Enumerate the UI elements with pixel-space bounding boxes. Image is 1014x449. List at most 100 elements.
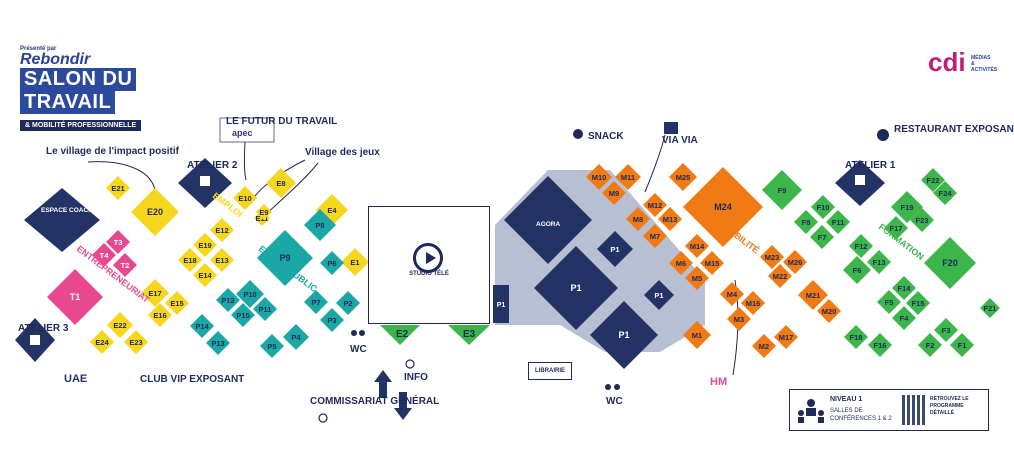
stand-e3[interactable] <box>448 325 490 345</box>
stand-m8[interactable] <box>626 207 650 231</box>
stand-m13[interactable] <box>658 207 682 231</box>
stand-m16[interactable] <box>741 291 765 315</box>
stand-p13[interactable] <box>206 331 230 355</box>
stand-p1-column[interactable] <box>493 285 509 323</box>
stand-e15[interactable] <box>165 291 189 315</box>
stand-e8[interactable] <box>266 168 296 198</box>
stand-f3[interactable] <box>934 318 958 342</box>
stand-t2[interactable] <box>113 253 137 277</box>
stand-p6[interactable] <box>320 251 344 275</box>
stand-p7[interactable] <box>304 290 328 314</box>
stand-f18[interactable] <box>844 325 868 349</box>
stand-m25[interactable] <box>669 163 697 191</box>
stand-f1[interactable] <box>950 333 974 357</box>
stand-e9[interactable] <box>256 204 272 220</box>
stand-p15[interactable] <box>231 303 255 327</box>
atelier-3-booth[interactable] <box>15 318 55 362</box>
stand-e16[interactable] <box>148 303 172 327</box>
stand-f9[interactable] <box>762 170 802 210</box>
qr-code-icon[interactable] <box>902 395 926 425</box>
stand-m24[interactable] <box>683 167 763 247</box>
stand-m20[interactable] <box>817 299 841 323</box>
stand-e1[interactable] <box>341 248 369 276</box>
stand-e21[interactable] <box>106 176 130 200</box>
stand-m3[interactable] <box>727 307 751 331</box>
stand-p12[interactable] <box>216 288 240 312</box>
agora-stage[interactable] <box>504 176 592 264</box>
stand-e18[interactable] <box>178 248 202 272</box>
stand-f10[interactable] <box>811 195 835 219</box>
play-icon[interactable] <box>413 243 443 273</box>
stand-f23[interactable] <box>910 208 934 232</box>
stand-p4[interactable] <box>283 324 309 350</box>
stand-p8[interactable] <box>304 209 336 241</box>
stand-f8[interactable] <box>794 210 818 234</box>
stand-t1[interactable] <box>47 269 103 325</box>
stand-m1[interactable] <box>683 321 711 349</box>
atelier-2-booth[interactable] <box>178 158 232 208</box>
stand-m22[interactable] <box>768 264 792 288</box>
stand-f7[interactable] <box>810 225 834 249</box>
stand-p14[interactable] <box>190 314 214 338</box>
stand-m5[interactable] <box>685 266 709 290</box>
stand-m10[interactable] <box>586 164 612 190</box>
stand-f14[interactable] <box>892 276 916 300</box>
stand-m26[interactable] <box>783 250 807 274</box>
stand-f17[interactable] <box>884 216 908 240</box>
stand-p1[interactable] <box>534 246 618 330</box>
stand-f13[interactable] <box>867 250 891 274</box>
stand-f22[interactable] <box>921 168 945 192</box>
vivaca-icon <box>664 122 678 134</box>
stand-f11[interactable] <box>826 210 850 234</box>
studio-tele[interactable]: STUDIO TÉLÉ <box>368 206 490 324</box>
stand-e13[interactable] <box>210 248 234 272</box>
stand-p1[interactable] <box>644 280 674 310</box>
stand-e2[interactable] <box>380 325 420 345</box>
stand-m17[interactable] <box>774 325 798 349</box>
stand-t3[interactable] <box>106 230 130 254</box>
stand-f20[interactable] <box>924 237 976 289</box>
atelier-1-booth[interactable] <box>835 160 885 206</box>
stand-e22[interactable] <box>107 312 133 338</box>
stand-m23[interactable] <box>760 245 784 269</box>
stand-f12[interactable] <box>849 234 873 258</box>
atelier-1-label: ATELIER 1 <box>845 160 896 171</box>
stand-m6[interactable] <box>669 251 693 275</box>
stand-m15[interactable] <box>700 251 724 275</box>
espace-coaching-booth[interactable] <box>24 188 100 252</box>
stand-m11[interactable] <box>615 164 641 190</box>
stand-e14[interactable] <box>193 263 217 287</box>
stand-f15[interactable] <box>906 291 930 315</box>
stand-e23[interactable] <box>124 330 148 354</box>
stand-m4[interactable] <box>720 282 744 306</box>
stand-p1[interactable] <box>590 301 658 369</box>
stand-p1[interactable] <box>597 231 633 267</box>
stand-f5[interactable] <box>877 290 901 314</box>
stand-m7[interactable] <box>643 224 667 248</box>
stand-e20[interactable] <box>131 188 179 236</box>
stand-t4[interactable] <box>92 243 116 267</box>
stand-p3[interactable] <box>320 308 344 332</box>
stand-f21[interactable] <box>980 298 1000 318</box>
stand-m21[interactable] <box>798 280 828 310</box>
stand-p5[interactable] <box>260 334 284 358</box>
stand-e19[interactable] <box>193 233 217 257</box>
stand-f16[interactable] <box>868 333 892 357</box>
stand-p10[interactable] <box>236 280 264 308</box>
stand-p9[interactable] <box>257 230 313 286</box>
stand-f4[interactable] <box>892 306 916 330</box>
stand-p2[interactable] <box>336 291 360 315</box>
stand-e12[interactable] <box>210 218 234 242</box>
stand-f24[interactable] <box>933 181 957 205</box>
stand-f2[interactable] <box>918 333 942 357</box>
stand-m2[interactable] <box>752 334 776 358</box>
stand-f6[interactable] <box>843 256 871 284</box>
librairie[interactable]: LIBRAIRIE <box>528 362 572 380</box>
stand-m9[interactable] <box>602 181 626 205</box>
stand-m14[interactable] <box>685 234 709 258</box>
stand-e10[interactable] <box>233 186 257 210</box>
stand-e17[interactable] <box>141 279 169 307</box>
stand-p11[interactable] <box>253 297 277 321</box>
stand-e24[interactable] <box>90 330 114 354</box>
stand-m12[interactable] <box>643 193 667 217</box>
